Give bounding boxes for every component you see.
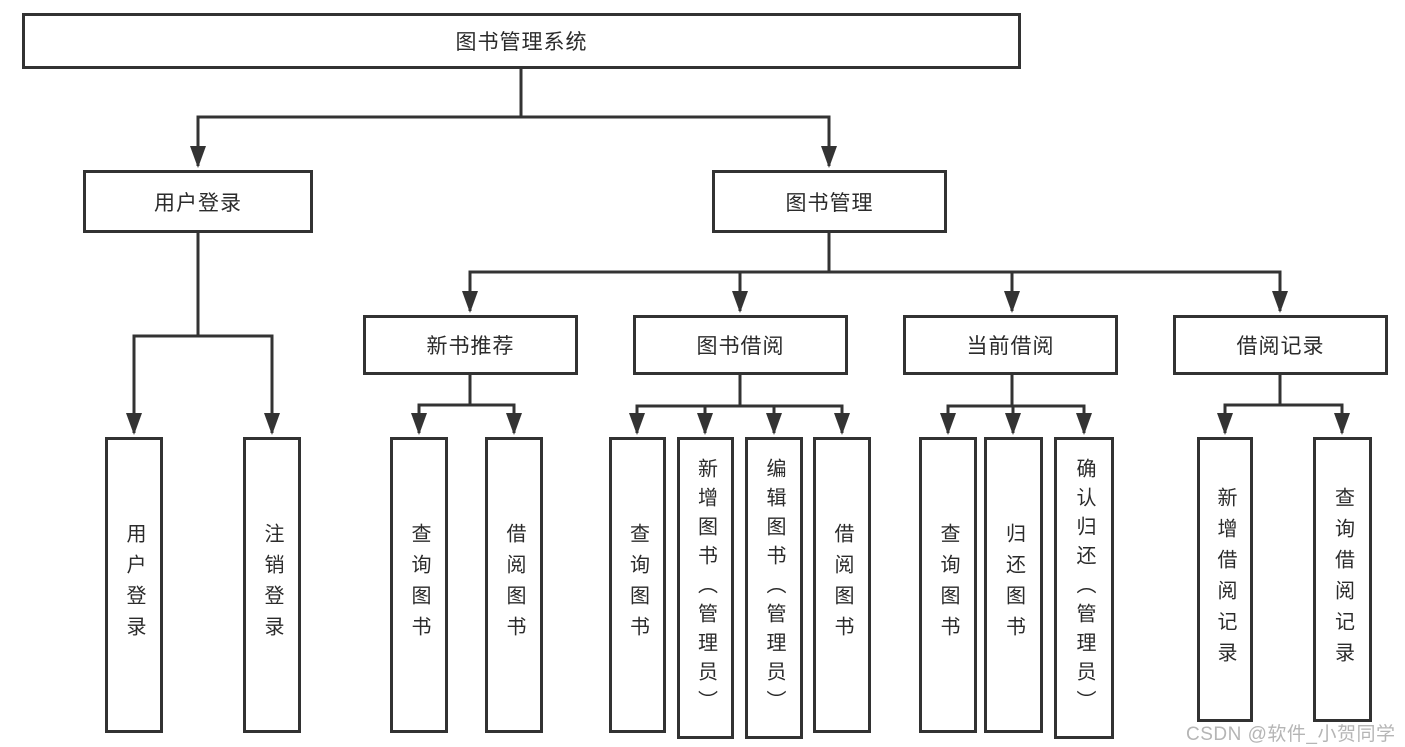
leaf-label: 用户登录 <box>123 523 145 647</box>
watermark-text: CSDN @软件_小贺同学 <box>1186 724 1396 745</box>
leaf-newbooks-query-books: 查询图书 <box>390 437 448 733</box>
leaf-user-login: 用户登录 <box>105 437 163 733</box>
leaf-label: 借阅图书 <box>503 523 525 647</box>
node-user-login: 用户登录 <box>83 170 313 233</box>
leaf-label: 新增借阅记录 <box>1214 486 1236 673</box>
leaf-borrow-borrow-books: 借阅图书 <box>813 437 871 733</box>
leaf-label: 查询借阅记录 <box>1331 486 1354 673</box>
leaf-label: 编辑图书（管理员） <box>763 457 785 719</box>
leaf-label: 归还图书 <box>1002 523 1025 647</box>
node-borrow-records: 借阅记录 <box>1173 315 1388 375</box>
node-current-borrow: 当前借阅 <box>903 315 1118 375</box>
leaf-records-query-record: 查询借阅记录 <box>1313 437 1372 722</box>
leaf-label: 借阅图书 <box>831 523 853 647</box>
leaf-label: 查询图书 <box>408 523 430 647</box>
node-system-root: 图书管理系统 <box>22 13 1021 69</box>
node-new-book-recommend: 新书推荐 <box>363 315 578 375</box>
leaf-logout: 注销登录 <box>243 437 301 733</box>
leaf-label: 注销登录 <box>261 523 283 647</box>
leaf-label: 新增图书（管理员） <box>694 457 717 719</box>
leaf-borrow-add-books-admin: 新增图书（管理员） <box>677 437 734 739</box>
leaf-newbooks-borrow-books: 借阅图书 <box>485 437 543 733</box>
leaf-borrow-query-books: 查询图书 <box>609 437 666 733</box>
leaf-label: 查询图书 <box>626 523 649 647</box>
leaf-current-confirm-return-admin: 确认归还（管理员） <box>1054 437 1114 739</box>
leaf-borrow-edit-books-admin: 编辑图书（管理员） <box>745 437 803 739</box>
leaf-records-add-record: 新增借阅记录 <box>1197 437 1253 722</box>
leaf-label: 查询图书 <box>937 523 959 647</box>
leaf-label: 确认归还（管理员） <box>1073 457 1095 719</box>
leaf-current-return-books: 归还图书 <box>984 437 1043 733</box>
node-book-management: 图书管理 <box>712 170 947 233</box>
node-book-borrow: 图书借阅 <box>633 315 848 375</box>
leaf-current-query-books: 查询图书 <box>919 437 977 733</box>
